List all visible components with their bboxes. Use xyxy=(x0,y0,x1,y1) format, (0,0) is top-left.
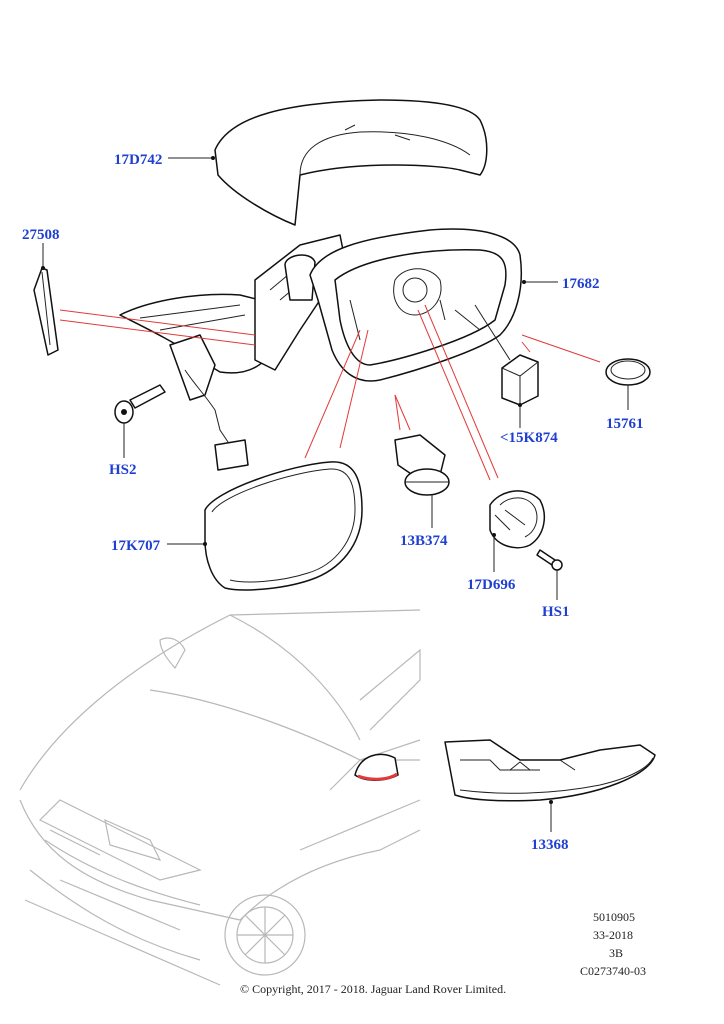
hs2-bolt-part[interactable] xyxy=(114,384,166,424)
leader-lines xyxy=(41,156,629,832)
callout-17d742[interactable]: 17D742 xyxy=(114,152,162,168)
cap-part[interactable] xyxy=(605,358,651,386)
trim-strip-part[interactable] xyxy=(33,267,59,356)
vehicle-outline xyxy=(19,609,421,986)
callout-27508[interactable]: 27508 xyxy=(22,227,60,243)
vehicle-mirror-highlight xyxy=(354,753,399,781)
callout-15761[interactable]: 15761 xyxy=(606,416,644,432)
callout-17682[interactable]: 17682 xyxy=(562,276,600,292)
indicator-lamp-part[interactable] xyxy=(444,739,656,802)
callout-hs2[interactable]: HS2 xyxy=(109,462,137,478)
callout-13368[interactable]: 13368 xyxy=(531,837,569,853)
reference-line-2: 33-2018 xyxy=(593,928,633,942)
callout-17k707[interactable]: 17K707 xyxy=(111,538,161,554)
callout-15k874[interactable]: <15K874 xyxy=(500,430,558,446)
mirror-housing-part[interactable] xyxy=(309,228,523,382)
reference-line-4: C0273740-03 xyxy=(580,964,646,978)
reference-line-1: 5010905 xyxy=(593,910,635,924)
callout-13b374[interactable]: 13B374 xyxy=(400,533,448,549)
copyright-notice: © Copyright, 2017 - 2018. Jaguar Land Ro… xyxy=(240,982,506,996)
mirror-glass-part[interactable] xyxy=(204,461,363,591)
hs1-screw-part[interactable] xyxy=(536,549,563,571)
bracket-part[interactable] xyxy=(501,354,539,406)
mirror-motor-part[interactable] xyxy=(489,490,546,549)
puddle-lamp-part[interactable] xyxy=(394,434,450,496)
reference-line-3: 3B xyxy=(609,946,623,960)
callout-17d696[interactable]: 17D696 xyxy=(467,577,516,593)
callout-hs1[interactable]: HS1 xyxy=(542,604,570,620)
callout-labels: 17D742 27508 17682 15761 <15K874 HS2 17K… xyxy=(22,152,644,853)
reference-info: 5010905 33-2018 3B C0273740-03 xyxy=(580,910,646,978)
mirror-base-part xyxy=(119,234,346,471)
mirror-cover-part[interactable] xyxy=(214,99,488,226)
assembly-lines xyxy=(59,304,601,481)
